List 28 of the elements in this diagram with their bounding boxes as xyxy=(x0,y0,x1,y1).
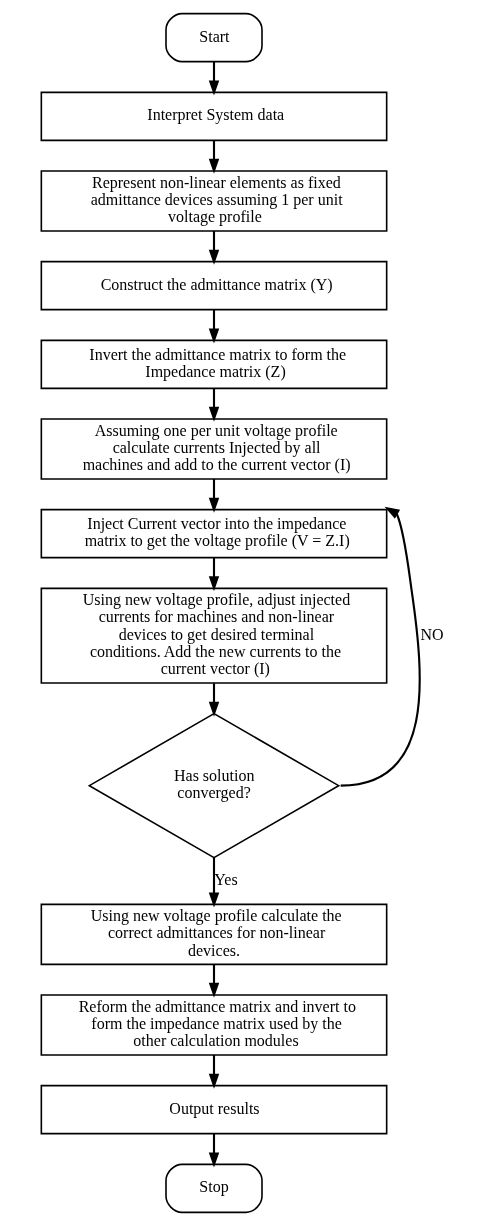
node-box: Start xyxy=(165,12,263,63)
node-box: Reform the admittance matrix and invert to form the impedance matrix used by the other calculation modules xyxy=(40,994,388,1056)
arrow xyxy=(208,388,220,422)
edge-label: Yes xyxy=(214,871,238,889)
arrow xyxy=(208,558,220,592)
node-box: Stop xyxy=(165,1163,263,1214)
arrow xyxy=(208,857,220,908)
arrow xyxy=(208,309,220,344)
node-box: Interpret System data xyxy=(40,91,388,142)
node-box: Construct the admittance matrix (Y) xyxy=(40,260,388,311)
node-box: Output results xyxy=(40,1084,388,1135)
arrow xyxy=(208,1055,220,1089)
arrow xyxy=(208,964,220,998)
arrow xyxy=(208,231,220,265)
arrow xyxy=(208,683,220,717)
edge-label: NO xyxy=(420,625,444,643)
node-box: Represent non-linear elements as fixed admittance devices assuming 1 per unit voltage profile xyxy=(40,170,388,232)
node-box: Invert the admittance matrix to form the Impedance matrix (Z) xyxy=(40,339,388,390)
node-box: Assuming one per unit voltage profile calculate currents Injected by all machines and add to the current vector (I) xyxy=(40,418,388,480)
node-box: Using new voltage profile, adjust injected currents for machines and non-linear devices to get desired terminal conditions. Add the new currents to the current vector (I) xyxy=(40,587,388,684)
arrow xyxy=(340,506,421,787)
arrow xyxy=(208,140,220,174)
node-box: Inject Current vector into the impedance matrix to get the voltage profile (V = Z.I) xyxy=(40,508,388,559)
arrow xyxy=(208,479,220,513)
arrow xyxy=(208,1133,220,1168)
arrow xyxy=(208,61,220,96)
node-box: Using new voltage profile calculate the correct admittances for non-linear devices. xyxy=(40,903,388,966)
node-diamond: Has solution converged? xyxy=(87,712,341,859)
